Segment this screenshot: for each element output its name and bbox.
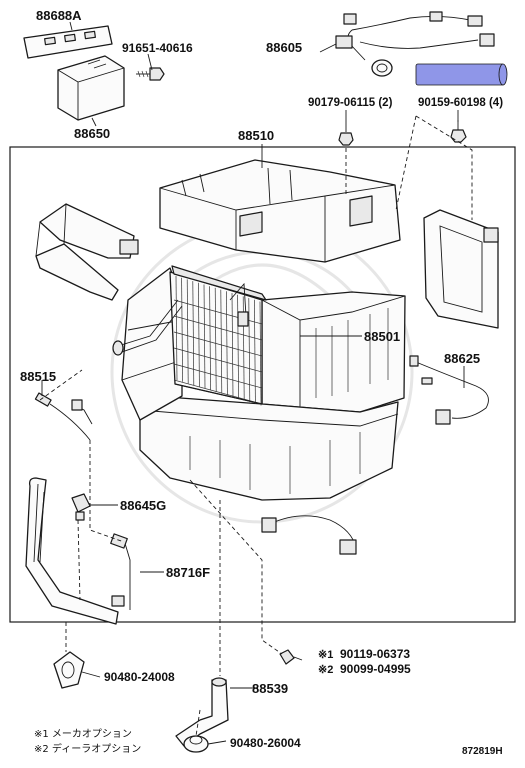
label-mark1: ※1 [318,649,333,661]
label-90099: 90099-04995 [340,662,411,676]
control-module-88650[interactable] [57,55,125,121]
bracket-88688a[interactable] [23,25,113,59]
legend-note-2: ※2 ディーラオプション [34,742,141,755]
label-88645g: 88645G [120,498,166,513]
hose-88716f[interactable] [25,477,131,625]
label-90179: 90179-06115 (2) [308,97,393,109]
clip-90179[interactable] [338,132,354,146]
label-88688a: 88688A [36,8,82,23]
label-91651: 91651-40616 [122,41,193,55]
thermistor-88515[interactable] [34,392,93,441]
legend-note-1: ※1 メーカオプション [34,728,132,740]
grommet-90480-24008[interactable] [53,651,85,689]
highlight-marker-cap [498,63,508,86]
bolt-90119[interactable] [279,649,303,665]
assembly-frame [9,146,516,623]
duct-left[interactable] [35,203,139,301]
diagram-code: 872819H [462,746,503,757]
heater-housing-88510[interactable] [121,159,406,501]
evaporator-core-88501[interactable] [169,265,267,406]
screw-91651[interactable] [136,67,165,81]
duct-right[interactable] [423,209,499,329]
highlight-marker [415,63,505,86]
drain-hose-88539[interactable] [175,677,229,747]
label-88515: 88515 [20,369,56,384]
label-90119: 90119-06373 [340,647,410,661]
label-90159: 90159-60198 (4) [418,97,503,109]
switch-88645g[interactable] [71,493,91,521]
wire-harness-88605[interactable] [335,11,495,77]
label-90480-24008: 90480-24008 [104,670,175,684]
label-88625: 88625 [444,351,480,366]
label-88650: 88650 [74,126,110,141]
label-88539: 88539 [252,681,288,696]
label-88605: 88605 [266,40,302,55]
wire-lower-right[interactable] [261,515,357,555]
leader-lines [41,21,465,745]
sensor-wire-88625[interactable] [409,355,489,425]
label-88510: 88510 [238,128,274,143]
screw-90159[interactable] [450,120,467,143]
label-88716f: 88716F [166,565,210,580]
label-88501: 88501 [364,329,400,344]
label-90480-26004: 90480-26004 [230,736,301,750]
dashed-leaders [39,115,473,737]
grommet-90480-26004[interactable] [183,735,209,753]
expansion-valve-pipes[interactable] [112,282,249,356]
label-mark2: ※2 [318,664,333,676]
